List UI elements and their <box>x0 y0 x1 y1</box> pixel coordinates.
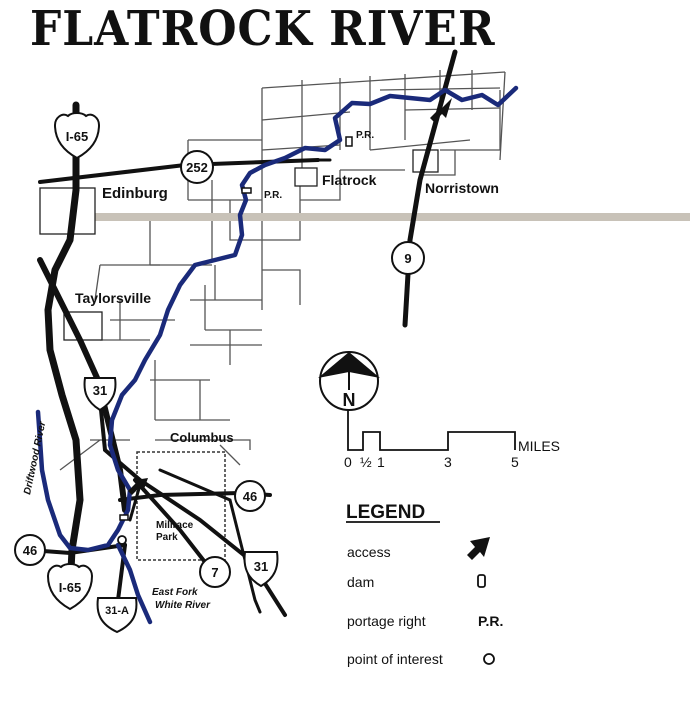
place-columbus: Columbus <box>170 430 234 445</box>
access-arrow-icon <box>467 537 490 560</box>
interstate-shield-i65-north: I-65 <box>53 112 101 160</box>
flatrock-box <box>294 167 318 187</box>
access-arrow-icon <box>128 478 148 495</box>
place-taylorsville: Taylorsville <box>75 290 151 306</box>
place-flatrock: Flatrock <box>322 172 377 188</box>
dam-icon <box>241 187 252 194</box>
east-fork-label-line2: White River <box>155 600 211 611</box>
state-route-46-east: 46 <box>234 480 266 512</box>
road-sr7 <box>133 478 217 577</box>
road-i65 <box>44 101 84 594</box>
town-boxes <box>39 149 439 341</box>
scale-tick: 1 <box>377 454 385 470</box>
shield-label: 31-A <box>105 605 129 617</box>
route-label: 9 <box>404 251 411 266</box>
legend-title: LEGEND <box>346 502 425 523</box>
east-fork-label-line1: East Fork <box>152 587 198 598</box>
dam-icon <box>119 514 129 521</box>
north-label: N <box>343 390 356 410</box>
flatrock-river-line <box>35 85 519 553</box>
state-route-7: 7 <box>199 556 231 588</box>
route-label: 46 <box>23 543 37 558</box>
columbus-city-area <box>136 451 226 561</box>
route-label: 46 <box>243 489 257 504</box>
point-of-interest-icon <box>483 653 495 665</box>
legend-label-poi: point of interest <box>347 651 443 667</box>
place-edinburg: Edinburg <box>102 185 168 202</box>
shield-label: I-65 <box>66 129 88 144</box>
us-shield-31a: 31-A <box>96 597 138 634</box>
legend-label-portage: portage right <box>347 613 426 629</box>
legend-label-dam: dam <box>347 574 374 590</box>
edinburg-box <box>39 187 96 235</box>
route-label: 252 <box>186 160 208 175</box>
state-route-252: 252 <box>180 150 214 184</box>
route-label: 7 <box>211 565 218 580</box>
legend-label-access: access <box>347 544 391 560</box>
state-route-9: 9 <box>391 241 425 275</box>
scale-bar <box>347 410 516 451</box>
scale-unit: MILES <box>518 438 560 454</box>
state-route-46-west: 46 <box>14 534 46 566</box>
road-east-diag <box>158 468 262 614</box>
place-millrace-line1: Millrace <box>156 520 194 531</box>
shield-label: 31 <box>93 383 107 398</box>
road-columbus-spur <box>128 483 142 522</box>
shield-label: 31 <box>254 559 268 574</box>
dam-icon <box>345 136 353 147</box>
place-millrace-line2: Park <box>156 532 178 543</box>
map-title: FLATROCK RIVER <box>30 2 496 58</box>
portage-label: P.R. <box>356 130 374 141</box>
rivers <box>35 85 519 625</box>
shield-label: I-65 <box>59 580 81 595</box>
dam-icon <box>477 574 486 588</box>
minor-road-grid <box>59 70 506 471</box>
east-fork-white-river-line <box>115 542 153 625</box>
us-shield-31-south: 31 <box>243 551 279 588</box>
north-arrow-icon: N <box>318 351 380 411</box>
scale-tick: 5 <box>511 454 519 470</box>
point-of-interest-icon <box>117 535 127 545</box>
legend: LEGEND access dam portage right P.R. poi… <box>346 502 503 667</box>
highway-band <box>90 213 690 221</box>
us-shield-31-north: 31 <box>83 377 117 412</box>
scale-tick: 0 <box>344 454 352 470</box>
scale-tick: 3 <box>444 454 452 470</box>
legend-symbol-portage: P.R. <box>478 613 503 629</box>
portage-label: P.R. <box>264 190 282 201</box>
access-arrow-icon <box>128 98 452 495</box>
interstate-shield-i65-south: I-65 <box>46 563 94 611</box>
dam-icons <box>119 136 353 521</box>
scale-tick: ½ <box>360 454 372 470</box>
place-norristown: Norristown <box>425 180 499 196</box>
